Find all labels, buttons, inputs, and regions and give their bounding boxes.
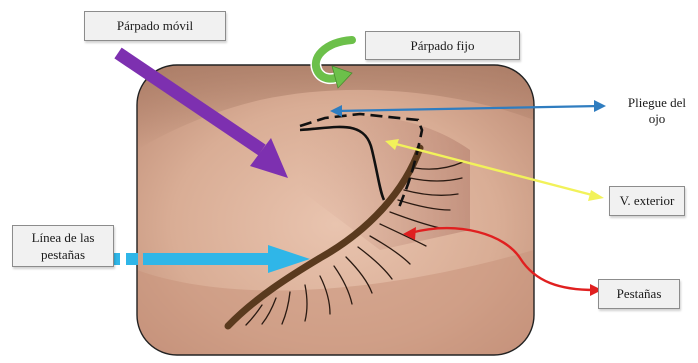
label-parpado-fijo-text: Párpado fijo xyxy=(411,38,475,53)
label-pliegue-line2: ojo xyxy=(619,111,695,127)
label-pestanas-text: Pestañas xyxy=(617,286,662,301)
label-v-exterior-text: V. exterior xyxy=(620,193,675,208)
label-linea-line2: pestañas xyxy=(15,246,111,263)
label-pestanas: Pestañas xyxy=(598,279,680,309)
label-pliegue-del-ojo: Pliegue del ojo xyxy=(617,92,697,132)
label-parpado-fijo: Párpado fijo xyxy=(365,31,520,60)
label-parpado-movil: Párpado móvil xyxy=(84,11,226,41)
label-pliegue-line1: Pliegue del xyxy=(619,95,695,111)
label-v-exterior: V. exterior xyxy=(609,186,685,216)
label-linea-line1: Línea de las xyxy=(15,229,111,246)
label-parpado-movil-text: Párpado móvil xyxy=(117,18,193,33)
label-linea-de-las-pestanas: Línea de las pestañas xyxy=(12,225,114,267)
